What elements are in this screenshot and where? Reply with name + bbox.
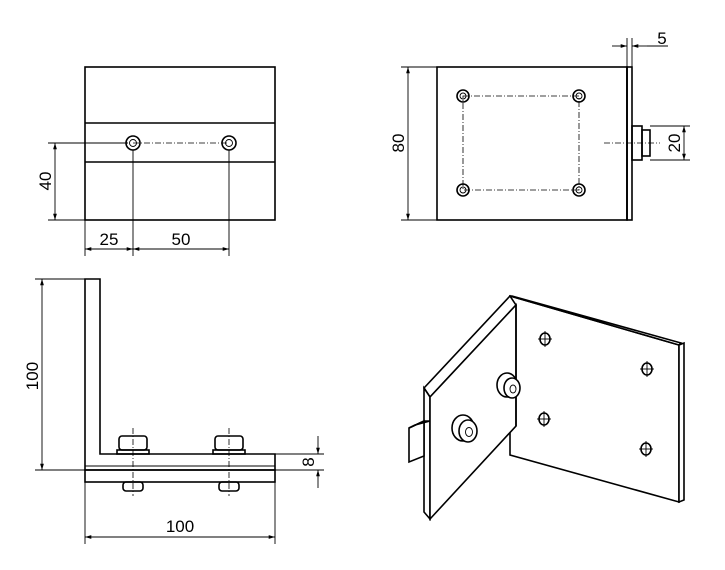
dim-plan-thickness: 8 [299, 457, 318, 466]
side-hole-tr [572, 89, 586, 103]
iso-bolt-upper [496, 372, 521, 399]
plan-bolt-left [116, 428, 150, 496]
front-view: 40 25 50 [36, 66, 276, 256]
dim-plan-width: 100 [166, 517, 194, 536]
plan-view: 100 8 100 [23, 278, 324, 544]
dim-front-height: 40 [36, 172, 55, 191]
dim-side-bolt: 20 [665, 134, 684, 153]
side-view: 80 5 20 [389, 29, 690, 221]
dim-front-spacing: 50 [172, 230, 191, 249]
isometric-view [408, 294, 685, 522]
dim-side-thickness: 5 [657, 29, 666, 48]
iso-holes [537, 331, 654, 457]
side-hole-bl [456, 183, 470, 197]
side-hole-tl [456, 89, 470, 103]
dim-side-height: 80 [389, 134, 408, 153]
iso-bolt-lower [451, 414, 478, 443]
dim-plan-height: 100 [23, 362, 42, 390]
side-hole-br [572, 183, 586, 197]
dim-front-offset: 25 [100, 230, 119, 249]
plan-bolt-right [212, 428, 246, 496]
